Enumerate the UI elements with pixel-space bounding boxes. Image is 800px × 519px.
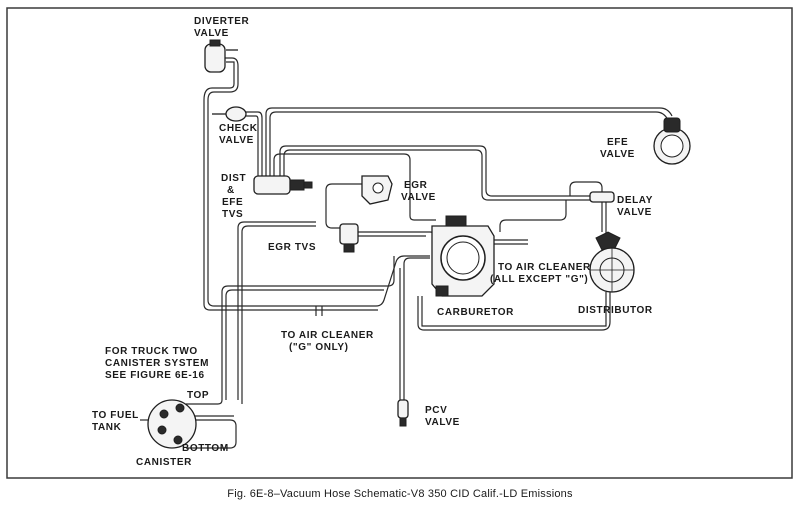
label-distributor: DISTRIBUTOR — [578, 305, 653, 316]
delay-valve — [589, 191, 615, 203]
egr-valve — [361, 175, 393, 205]
label-efe-valve: EFE VALVE — [600, 137, 635, 160]
vacuum-hoses — [140, 57, 673, 449]
label-diverter-valve: DIVERTER VALVE — [194, 16, 253, 39]
label-canister: CANISTER — [136, 457, 192, 468]
pcv-valve — [397, 399, 409, 427]
diverter-valve — [204, 39, 238, 73]
label-pcv-valve: PCV VALVE — [425, 405, 460, 428]
figure-caption: Fig. 6E-8–Vacuum Hose Schematic-V8 350 C… — [227, 488, 573, 500]
carburetor — [431, 215, 495, 297]
label-dist-efe-tvs: DIST & EFE TVS — [221, 173, 250, 220]
label-delay-valve: DELAY VALVE — [617, 195, 656, 218]
distributor — [589, 231, 635, 293]
label-to-air-cleaner-g: TO AIR CLEANER ("G" ONLY) — [281, 330, 377, 353]
label-to-air-cleaner-all: TO AIR CLEANER (ALL EXCEPT "G") — [490, 262, 594, 285]
canister — [147, 399, 197, 449]
dist-efe-tvs — [253, 175, 313, 195]
egr-tvs — [339, 223, 359, 253]
label-egr-tvs: EGR TVS — [268, 242, 316, 253]
label-to-fuel-tank: TO FUEL TANK — [92, 410, 142, 433]
check-valve — [212, 106, 247, 122]
label-bottom: BOTTOM — [182, 443, 229, 454]
efe-valve — [653, 117, 691, 165]
label-truck-note: FOR TRUCK TWO CANISTER SYSTEM SEE FIGURE… — [105, 346, 212, 381]
label-carburetor: CARBURETOR — [437, 307, 514, 318]
label-check-valve: CHECK VALVE — [219, 123, 261, 146]
label-top: TOP — [187, 390, 209, 401]
label-egr-valve: EGR VALVE — [401, 180, 436, 203]
